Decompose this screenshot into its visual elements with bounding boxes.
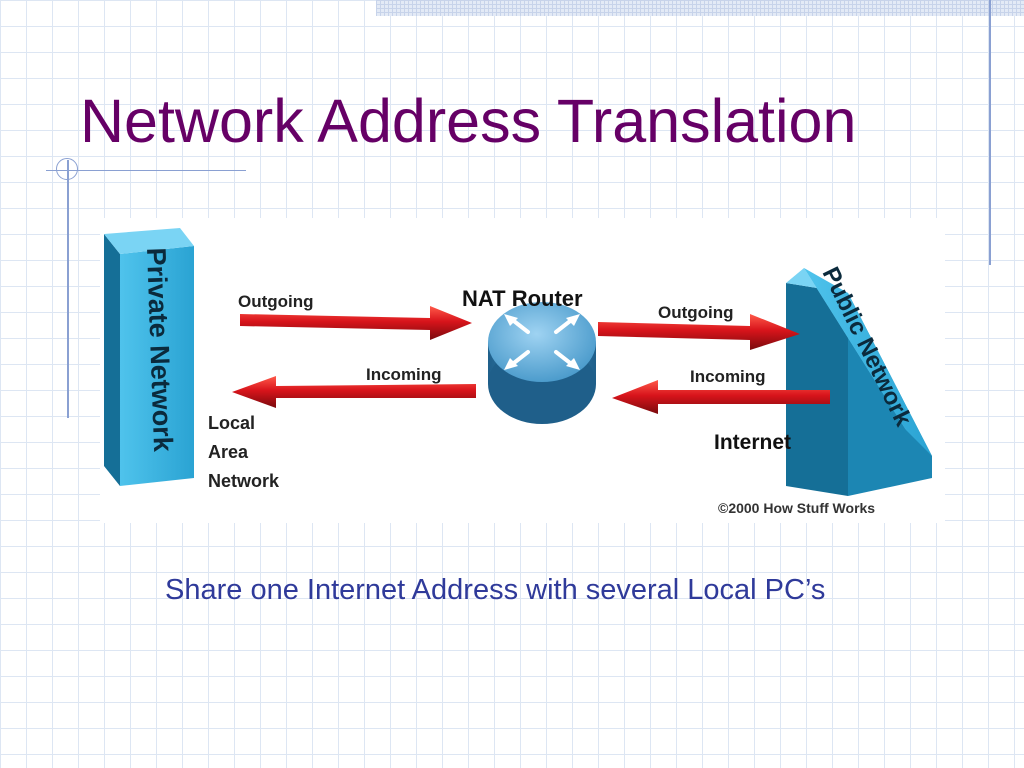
left-incoming-label: Incoming [366,365,442,384]
rule-ring-ornament [56,158,78,180]
lan-label-line3: Network [208,471,280,491]
slide-title: Network Address Translation [80,87,857,155]
slide-caption: Share one Internet Address with several … [165,574,826,606]
left-vertical-rule [67,160,69,418]
left-outgoing-label: Outgoing [238,292,314,311]
nat-router-label: NAT Router [462,286,583,311]
public-network-pillar: Public Network [786,263,932,496]
nat-diagram-svg: Private Network Public Network [104,228,932,516]
right-vertical-rule [989,0,991,265]
private-network-label: Private Network [141,247,178,453]
lan-label-line1: Local [208,413,255,433]
right-incoming-arrow [612,380,830,414]
title-underline-rule [46,170,246,171]
copyright-notice: ©2000 How Stuff Works [718,500,875,516]
left-outgoing-arrow [240,306,472,340]
left-incoming-arrow [232,376,476,408]
right-outgoing-label: Outgoing [658,303,734,322]
right-incoming-label: Incoming [690,367,766,386]
lan-label-line2: Area [208,442,249,462]
top-decor-band [376,0,1024,16]
internet-label: Internet [714,431,791,454]
private-network-pillar: Private Network [104,228,194,486]
right-outgoing-arrow [598,314,800,350]
nat-router-icon [488,302,596,424]
nat-diagram: Private Network Public Network [100,218,945,523]
